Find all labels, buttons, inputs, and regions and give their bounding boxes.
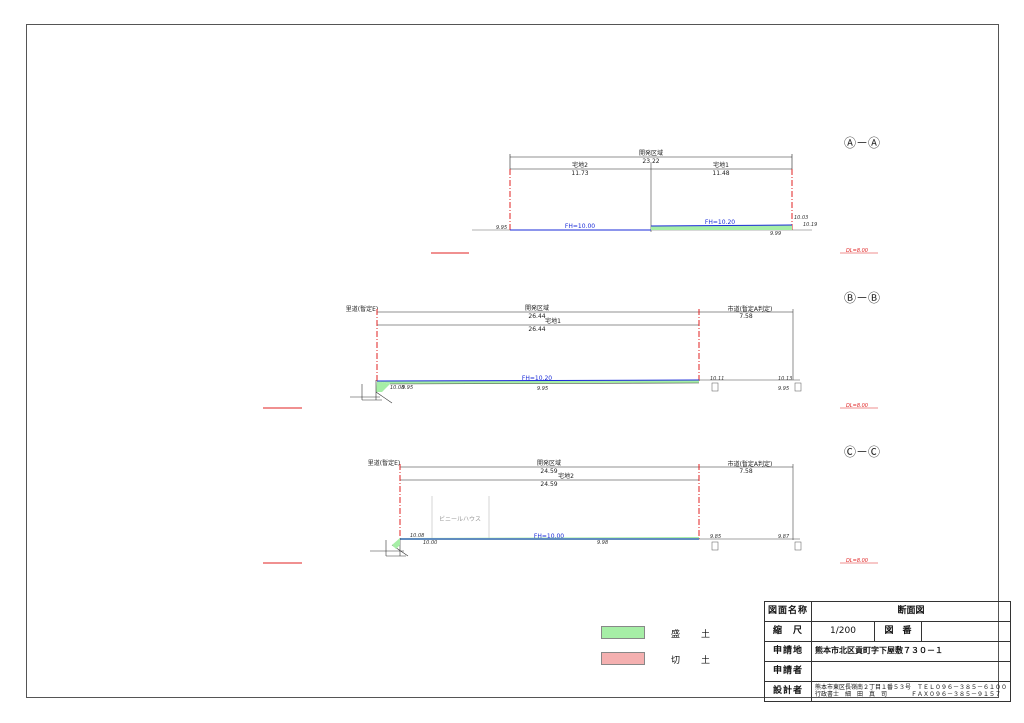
section-c-left-road: 里道(暫定E) (368, 459, 400, 467)
drawing-no (921, 621, 1012, 642)
section-a-datum: DL=8.00 (846, 248, 868, 254)
section-b-dev-area-value: 26.44 (528, 313, 545, 320)
section-b-right-road-value: 7.58 (739, 313, 753, 320)
section-c-datum: DL=8.00 (846, 558, 868, 564)
section-a: Ⓐ－Ⓐ 開発区域 23.22 宅地2 11.73 宅地1 11.48 FH=10… (431, 136, 880, 254)
section-c-fh: FH=10.00 (534, 533, 564, 540)
drawing-name-label: 図面名称 (763, 601, 813, 622)
section-a-dev-area-value: 23.22 (642, 158, 659, 165)
section-b-dev-area-label: 開発区域 (525, 304, 549, 312)
section-a-elev-4: 9.99 (770, 231, 781, 237)
section-b: Ⓑ－Ⓑ 里道(暫定E) 開発区域 26.44 市道(暫定A判定) 7.58 宅地… (263, 291, 880, 409)
section-a-lot2-label: 宅地2 (572, 161, 588, 169)
section-a-title: Ⓐ－Ⓐ (844, 136, 880, 150)
section-c-elev-1: 10.08 (410, 533, 424, 539)
title-block: 図面名称 断面図 縮 尺 1/200 図 番 申請地 熊本市北区貢町字下屋敷７３… (763, 601, 1012, 702)
section-a-elev-2: 10.03 (794, 215, 808, 221)
section-c-right-road: 市道(暫定A判定) (728, 460, 773, 468)
section-b-elev-3: 9.95 (537, 386, 548, 392)
section-c-title: Ⓒ－Ⓒ (844, 445, 880, 459)
section-c-dev-area-value: 24.59 (540, 468, 557, 475)
section-a-fh-left: FH=10.00 (565, 223, 595, 230)
section-c-dev-area-label: 開発区域 (537, 459, 561, 467)
section-b-title: Ⓑ－Ⓑ (844, 291, 880, 305)
section-b-left-road: 里道(暫定E) (346, 305, 378, 313)
section-b-elev-1: 10.08 (390, 385, 404, 391)
section-a-elev-1: 9.95 (496, 225, 507, 231)
scale-label: 縮 尺 (763, 621, 813, 642)
site-label: 申請地 (763, 641, 813, 662)
section-c-elev-2: 10.00 (423, 540, 437, 546)
section-b-elev-4: 10.11 (710, 376, 724, 382)
section-c-lot-label: 宅地2 (558, 472, 574, 480)
legend-fill-label: 盛 土 (671, 630, 717, 640)
section-a-lot1-value: 11.48 (712, 170, 729, 177)
legend-fill-swatch (601, 626, 645, 639)
section-b-lot-value: 26.44 (528, 326, 545, 333)
section-a-dev-area-label: 開発区域 (639, 149, 663, 157)
applicant-value (811, 661, 1012, 682)
drawing-name: 断面図 (811, 601, 1012, 622)
section-b-lot-label: 宅地1 (545, 317, 561, 325)
section-c-elev-4: 9.85 (710, 534, 721, 540)
section-b-elev-6: 9.95 (778, 386, 789, 392)
legend-cut-swatch (601, 652, 645, 665)
designer-info: 熊本市東区長嶺南２丁目１番５３号 ＴＥＬ０９６－３８５－６１００ 行政書士 細 … (811, 681, 1012, 702)
section-b-elev-5: 10.13 (778, 376, 792, 382)
section-b-elev-2: 9.95 (402, 385, 413, 391)
legend-cut-label: 切 土 (671, 656, 717, 666)
section-a-elev-3: 10.19 (803, 222, 817, 228)
designer-label: 設計者 (763, 681, 813, 702)
drawing-frame (26, 24, 999, 698)
section-c-elev-5: 9.87 (778, 534, 790, 540)
section-a-lot1-label: 宅地1 (713, 161, 729, 169)
designer-line-2: 行政書士 細 田 真 司 ＦＡＸ０９６－３８５－９１５７ (815, 690, 1002, 698)
scale-value: 1/200 (811, 621, 876, 642)
section-c-building: ビニールハウス (439, 515, 481, 523)
section-c-lot-value: 24.59 (540, 481, 557, 488)
section-c-elev-3: 9.98 (597, 540, 608, 546)
section-b-right-road: 市道(暫定A判定) (728, 305, 773, 313)
applicant-label: 申請者 (763, 661, 813, 682)
site-value: 熊本市北区貢町字下屋敷７３０－１ (811, 641, 1012, 662)
section-c: Ⓒ－Ⓒ 里道(暫定E) 開発区域 24.59 市道(暫定A判定) 7.58 宅地… (263, 445, 880, 564)
section-b-datum: DL=8.00 (846, 403, 868, 409)
section-c-right-road-value: 7.58 (739, 468, 753, 475)
designer-line-1: 熊本市東区長嶺南２丁目１番５３号 ＴＥＬ０９６－３８５－６１００ (815, 683, 1008, 691)
section-a-lot2-value: 11.73 (571, 170, 588, 177)
section-b-fh: FH=10.20 (522, 375, 552, 382)
drawing-no-label: 図 番 (874, 621, 923, 642)
section-a-fh-right: FH=10.20 (705, 219, 735, 226)
